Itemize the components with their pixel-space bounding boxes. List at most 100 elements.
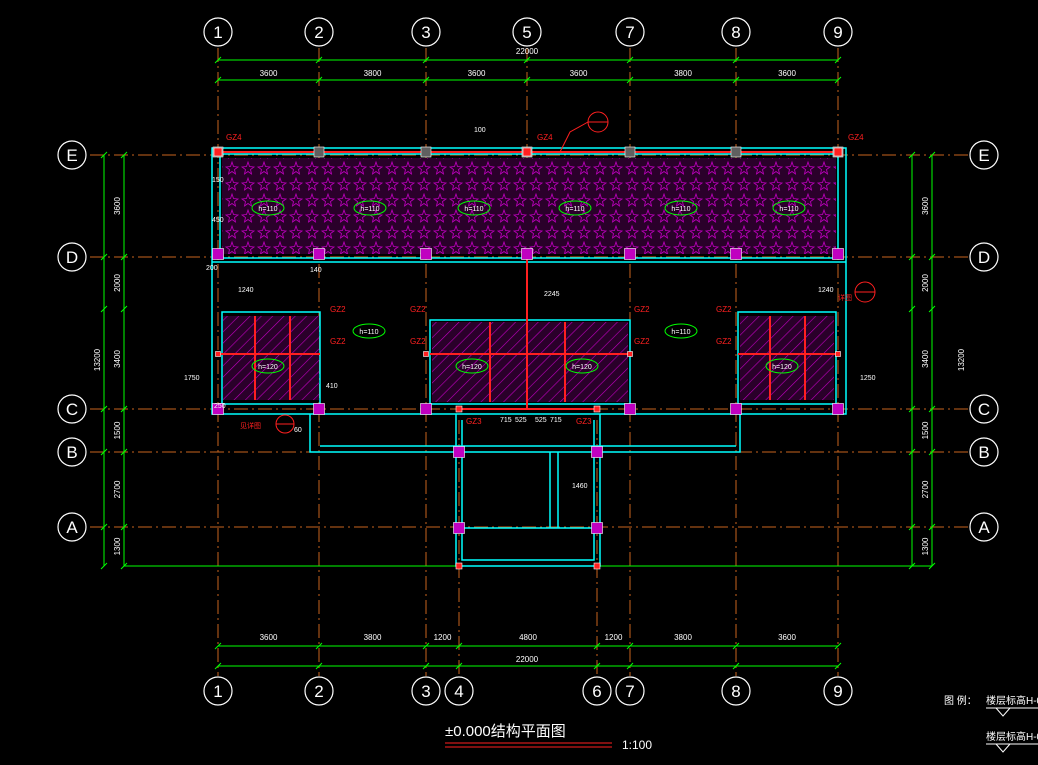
dim-tick	[120, 151, 128, 159]
column-red	[593, 562, 601, 570]
dim-tick	[100, 448, 108, 456]
axis-bubble-left-E	[57, 140, 87, 170]
dim-left-span: 2000	[113, 274, 122, 292]
axis-bubble-top-3-label: 3	[421, 23, 430, 42]
axis-bubble-bottom-2	[304, 676, 334, 706]
column	[591, 446, 603, 458]
slab-label: h=120	[572, 364, 592, 371]
dim-tick	[214, 642, 222, 650]
axis-bubble-top-9-label: 9	[833, 23, 842, 42]
dim-tick	[100, 405, 108, 413]
gz-tag: GZ2	[716, 337, 732, 346]
column	[212, 248, 224, 260]
dim-tick	[908, 151, 916, 159]
dim-misc: 250	[214, 403, 226, 410]
slab-label-ellipse	[352, 323, 386, 339]
dim-tick	[593, 662, 601, 670]
axis-bubble-right-E-label: E	[978, 146, 989, 165]
axis-bubble-top-2-label: 2	[314, 23, 323, 42]
dim-left-total: 13200	[93, 348, 102, 371]
axis-bubble-bottom-3	[411, 676, 441, 706]
dim-tick	[100, 151, 108, 159]
columns	[212, 146, 844, 570]
axis-bubble-right-A	[969, 512, 999, 542]
dim-tick	[214, 56, 222, 64]
axis-bubble-left-A-label: A	[66, 518, 78, 537]
column	[313, 403, 325, 415]
axis-bubble-left-E-label: E	[66, 146, 77, 165]
dim-tick	[732, 662, 740, 670]
slab-label-ellipse	[251, 358, 285, 374]
dim-bottom-span: 3800	[674, 633, 692, 642]
dim-tick	[315, 662, 323, 670]
dim-tick	[928, 562, 936, 570]
column	[832, 403, 844, 415]
dim-tick	[523, 76, 531, 84]
dim-tick	[100, 305, 108, 313]
axis-bubble-top-8	[721, 17, 751, 47]
dim-misc: 525	[535, 417, 547, 424]
drawing-title: ±0.000结构平面图	[445, 723, 566, 740]
axis-bubble-right-D-label: D	[978, 248, 990, 267]
column	[730, 146, 742, 158]
dim-tick	[100, 562, 108, 570]
gz-tag: GZ2	[410, 337, 426, 346]
axis-bubble-bottom-2-label: 2	[314, 682, 323, 701]
dim-tick	[626, 56, 634, 64]
slab-label-ellipse	[251, 200, 285, 216]
detail-callouts	[275, 111, 876, 434]
gz-tag: GZ4	[226, 133, 242, 142]
slab-label-ellipse	[765, 358, 799, 374]
column-red	[522, 147, 532, 157]
slab-label-ellipse	[565, 358, 599, 374]
axis-bubble-right-C-label: C	[978, 400, 990, 419]
gz-tag: GZ2	[634, 305, 650, 314]
dim-misc: 200	[206, 265, 218, 272]
dim-misc: 715	[550, 417, 562, 424]
dim-bottom-total: 22000	[516, 655, 539, 664]
axis-bubble-bottom-8	[721, 676, 751, 706]
axis-bubble-top-9	[823, 17, 853, 47]
axis-bubble-bottom-1-label: 1	[213, 682, 222, 701]
axis-bubble-right-A-label: A	[978, 518, 990, 537]
dim-misc: 715	[500, 417, 512, 424]
gz-tag: GZ2	[634, 337, 650, 346]
column-red	[215, 351, 221, 357]
dim-tick	[315, 642, 323, 650]
legend-level-symbol-2	[986, 743, 1038, 753]
column	[730, 248, 742, 260]
dim-tick	[422, 76, 430, 84]
column-red	[833, 147, 843, 157]
dim-left-span: 3400	[113, 350, 122, 368]
slab-label: h=110	[671, 206, 690, 213]
dim-right-span: 2000	[921, 274, 930, 292]
dim-tick	[908, 253, 916, 261]
axis-bubble-right-D	[969, 242, 999, 272]
dim-right-span: 1500	[921, 421, 930, 439]
axis-bubble-right-B	[969, 437, 999, 467]
slab-label: h=110	[360, 206, 379, 213]
legend-item-2: 楼层标高H-0.0	[986, 730, 1038, 743]
dim-bottom-span: 3600	[778, 633, 796, 642]
axis-bubble-top-8-label: 8	[731, 23, 740, 42]
legend-label: 图 例：	[944, 694, 977, 707]
axis-bubble-top-1-label: 1	[213, 23, 222, 42]
dim-bottom-span: 1200	[434, 633, 452, 642]
dim-tick	[455, 662, 463, 670]
dim-left-span: 3600	[113, 197, 122, 215]
legend-level-symbol-1	[986, 707, 1038, 717]
dim-right-span: 3600	[921, 197, 930, 215]
slab-label: h=110	[359, 329, 378, 336]
dim-tick	[908, 405, 916, 413]
slab-label: h=110	[565, 206, 584, 213]
slab-label: h=110	[464, 206, 483, 213]
dim-tick	[626, 662, 634, 670]
axis-bubble-bottom-3-label: 3	[421, 682, 430, 701]
gz-tag: GZ4	[537, 133, 553, 142]
gz-tag: GZ3	[576, 417, 592, 426]
dim-right-span: 3400	[921, 350, 930, 368]
dimension-ticks	[100, 56, 936, 670]
